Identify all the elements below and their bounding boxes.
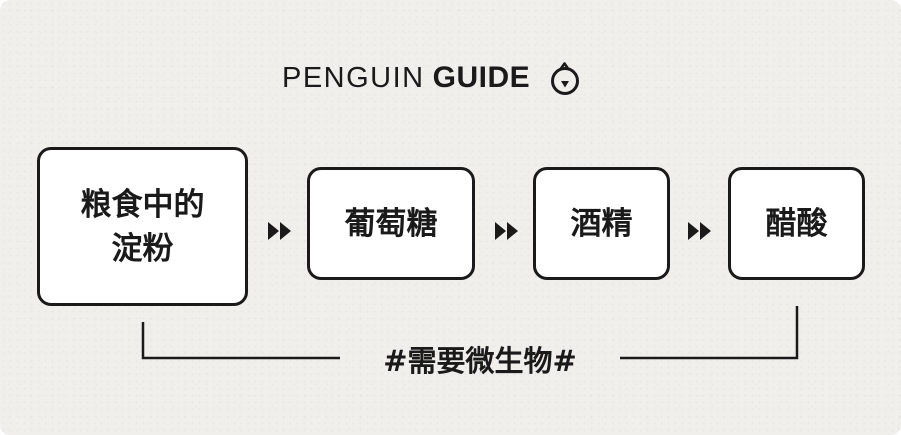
step-label-starch: 粮食中的 淀粉 [81,183,205,271]
logo-text-light: PENGUIN [282,61,425,94]
logo-text-bold: GUIDE [432,61,531,94]
step-box-glucose: 葡萄糖 [307,167,475,280]
step-label-starch-line1: 粮食中的 [80,186,205,223]
bracket-label: #需要微生物# [383,344,577,378]
penguin-head-icon [551,62,580,95]
step-label-glucose: 葡萄糖 [344,205,438,242]
step-box-acetic-acid: 醋酸 [728,167,865,280]
brand-logo: PENGUIN GUIDE [282,60,582,96]
double-triangle-arrow-icon [268,222,291,240]
double-triangle-arrow-icon [688,222,711,240]
double-triangle-arrow-icon [495,222,518,240]
step-box-starch: 粮食中的 淀粉 [37,147,248,306]
step-box-alcohol: 酒精 [533,167,670,280]
step-label-alcohol: 酒精 [570,205,633,242]
step-label-starch-line2: 淀粉 [111,230,174,267]
step-label-acetic-acid: 醋酸 [765,205,828,242]
